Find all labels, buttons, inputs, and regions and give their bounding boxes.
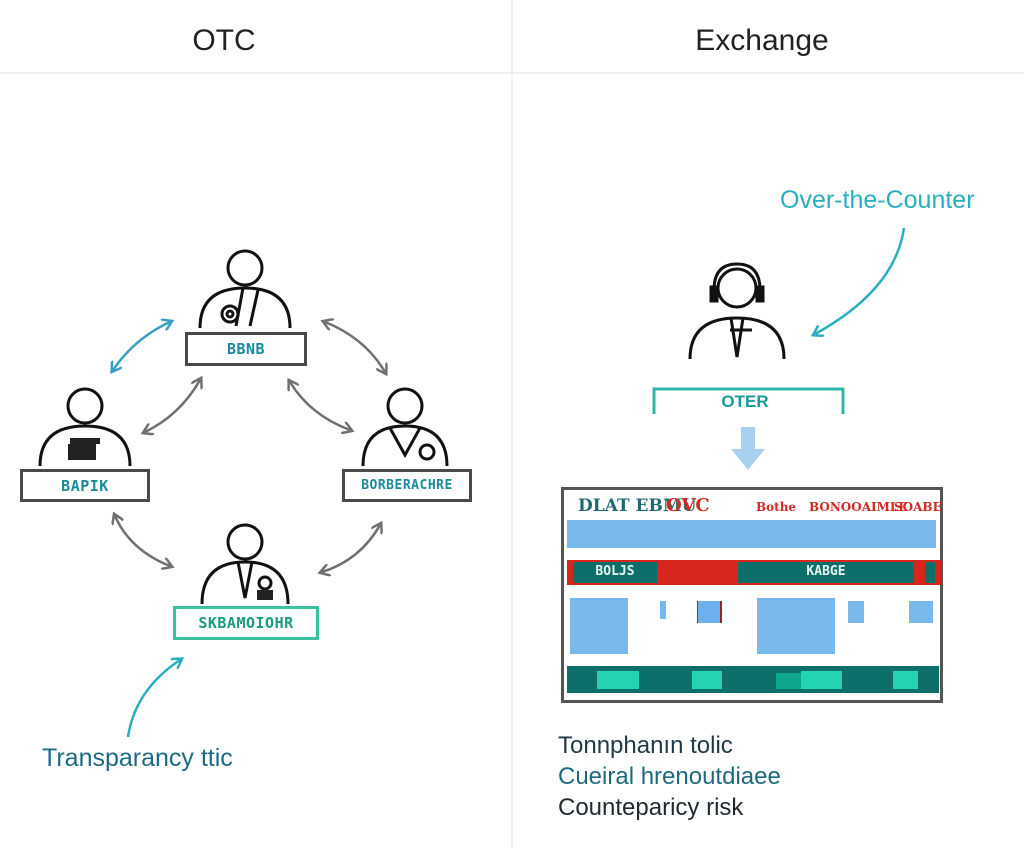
- feature-item: Tonnphanın tolic: [558, 732, 733, 759]
- column-divider: [511, 0, 513, 848]
- screen-title-accent: OVC: [666, 495, 710, 516]
- node-right[interactable]: BORBERACHRE: [342, 469, 472, 502]
- arrow-top-left: [113, 322, 170, 370]
- headset-person-icon: [688, 262, 786, 360]
- exchange-header: Exchange: [695, 24, 829, 57]
- arrow-top-to-left: [145, 380, 200, 432]
- node-left[interactable]: BAPIK: [20, 469, 150, 502]
- screen-header-item[interactable]: Bothe: [756, 500, 797, 514]
- feature-item: Counteparicy risk: [558, 794, 744, 821]
- exchange-features-list: Tonnphanın tolic Cueiral hrenoutdiaee Co…: [558, 730, 781, 823]
- chart-block: [697, 601, 722, 623]
- status-chip[interactable]: [893, 671, 918, 689]
- otc-annotation-label: Over-the-Counter: [780, 186, 975, 214]
- transparency-arrow: [126, 660, 180, 738]
- chart-block: [848, 601, 864, 623]
- node-bottom[interactable]: SKBAMOIOHR: [173, 606, 319, 640]
- person-icon-right: [361, 387, 449, 467]
- chart-block: [660, 601, 666, 619]
- transparency-label: Transparancy ttic: [42, 744, 233, 772]
- node-top[interactable]: BBNB: [185, 332, 307, 366]
- screen-title: DLAT EBMU: [578, 496, 697, 516]
- status-chip[interactable]: [692, 671, 722, 689]
- arrow-left-bottom: [115, 516, 170, 566]
- person-icon-bottom: [200, 523, 290, 605]
- header-divider: [0, 72, 1024, 74]
- bar-label: KABGE: [806, 564, 846, 579]
- person-icon-left: [38, 387, 132, 467]
- otc-network-diagram: [38, 249, 449, 738]
- arrow-top-right: [325, 322, 385, 372]
- status-chip[interactable]: [801, 671, 842, 689]
- arrow-right-bottom: [322, 525, 380, 572]
- exchange-screen: DLAT EBMU OVC Bothe BONOOAIMLE SOABE BOL…: [561, 487, 943, 703]
- arrow-top-to-right: [290, 382, 350, 430]
- chart-block: [757, 598, 835, 654]
- chart-block: [570, 598, 628, 654]
- screen-header-item[interactable]: SOABE: [894, 500, 942, 514]
- otc-annotation-arrow: [815, 227, 906, 334]
- status-chip[interactable]: [776, 673, 801, 689]
- screen-header-item[interactable]: BONOOAIMLE: [809, 500, 908, 514]
- oter-label: OTER: [721, 392, 769, 411]
- person-icon-top: [198, 249, 292, 329]
- order-book-bar[interactable]: BOLJS KABGE: [567, 560, 941, 585]
- feature-item: Cueiral hrenoutdiaee: [558, 763, 781, 790]
- chart-block: [909, 601, 933, 623]
- screen-blue-band: [567, 520, 936, 548]
- status-chip[interactable]: [597, 671, 639, 689]
- status-bar: [567, 666, 939, 693]
- bar-label: BOLJS: [595, 564, 635, 579]
- down-arrow-icon: [731, 427, 765, 470]
- otc-header: OTC: [192, 24, 256, 57]
